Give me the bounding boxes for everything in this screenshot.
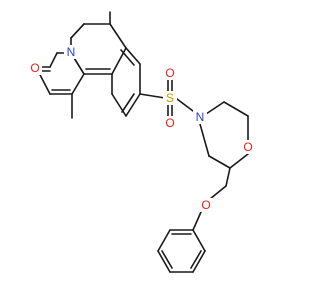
bond	[223, 101, 249, 117]
svg-text:O: O	[165, 66, 174, 80]
morpholine-nitrogen-label: N	[193, 110, 207, 124]
svg-text:O: O	[30, 61, 39, 75]
svg-text:O: O	[243, 140, 252, 154]
svg-text:O: O	[201, 198, 210, 212]
sulfonyl-sulfur-label: S	[163, 91, 177, 105]
bond	[192, 229, 206, 252]
bond	[125, 93, 141, 117]
bond	[157, 229, 171, 252]
ether-oxygen-label: O	[199, 198, 213, 212]
bond	[121, 93, 135, 113]
molecule-diagram: O N S O O N O	[28, 11, 255, 273]
atom-label-group: O N S O O N O	[28, 45, 255, 212]
structure-canvas: O N S O O N O	[28, 11, 255, 273]
svg-text:S: S	[166, 91, 174, 105]
bond	[125, 47, 141, 65]
bond	[225, 167, 231, 187]
ketone-oxygen-label: O	[28, 61, 42, 75]
bond	[139, 93, 166, 99]
bond	[71, 73, 85, 95]
svg-text:N: N	[67, 45, 76, 59]
bond	[192, 250, 206, 273]
bond	[70, 23, 85, 39]
bond	[161, 250, 173, 269]
sulfonyl-oxygen-bottom-label: O	[163, 116, 177, 130]
bond-group	[35, 11, 249, 273]
ring-nitrogen-label: N	[64, 45, 78, 59]
bond	[176, 98, 194, 112]
bond	[192, 211, 202, 231]
bond	[111, 47, 127, 75]
bond	[190, 250, 202, 269]
svg-text:N: N	[196, 110, 205, 124]
bond	[111, 93, 127, 117]
bond	[157, 250, 171, 273]
bond	[208, 155, 231, 169]
bond	[229, 153, 249, 169]
bond	[199, 123, 210, 157]
bond	[120, 49, 135, 66]
sulfonyl-oxygen-top-label: O	[163, 66, 177, 80]
bond	[49, 52, 58, 68]
bond	[109, 23, 127, 49]
morpholine-oxygen-label: O	[241, 140, 255, 154]
svg-text:O: O	[165, 116, 174, 130]
bond	[209, 185, 227, 200]
